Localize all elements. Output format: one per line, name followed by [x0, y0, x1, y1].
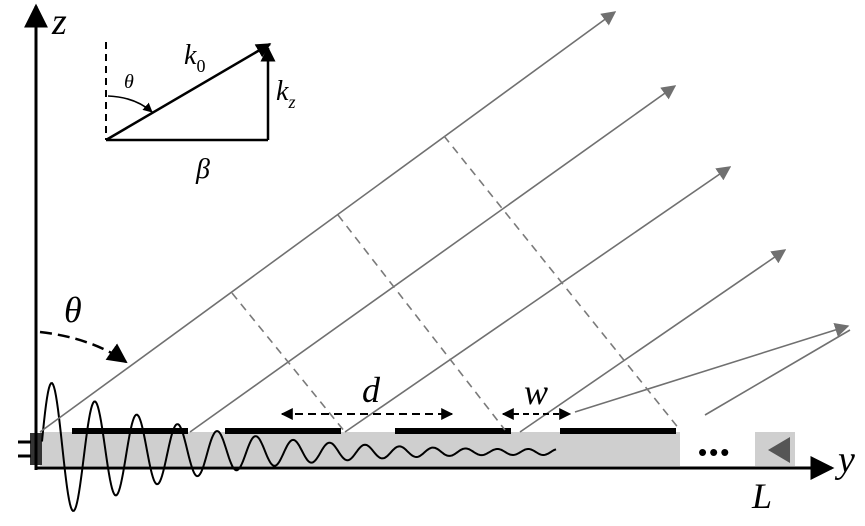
ray — [344, 166, 732, 433]
waveguide-end-marker — [768, 437, 790, 463]
inset-k0-vector — [105, 42, 272, 142]
decaying-wave — [41, 381, 557, 512]
ray — [574, 323, 850, 413]
inset-k0-subscript: 0 — [196, 56, 205, 76]
inset-kz-letter: k — [276, 76, 289, 107]
ray — [189, 85, 677, 433]
inset-beta-label: β — [195, 154, 210, 185]
ray — [519, 249, 787, 433]
inset-kz-label: kz — [276, 76, 295, 112]
inset-k0-label: k0 — [184, 40, 205, 76]
wavevector-inset: θ k0 kz β — [105, 40, 295, 185]
inset-kz-subscript: z — [287, 92, 295, 112]
wavefront — [337, 214, 506, 431]
slot-strip — [225, 428, 341, 434]
z-axis-label: z — [51, 1, 67, 43]
d-label: d — [362, 370, 381, 410]
theta-label: θ — [64, 290, 82, 330]
inset-theta-arc — [107, 95, 153, 113]
wavefront — [443, 135, 681, 431]
ray — [39, 11, 617, 433]
radiated-rays — [39, 11, 851, 433]
inset-theta-label: θ — [124, 71, 134, 93]
wavefronts — [231, 135, 681, 433]
w-label: w — [524, 372, 548, 412]
ray — [704, 329, 851, 416]
slot-strip — [560, 428, 676, 434]
inset-k0-letter: k — [184, 40, 197, 71]
feed-connector — [18, 433, 42, 465]
slot-strip — [395, 428, 511, 434]
ellipsis-dots: ••• — [698, 437, 731, 467]
length-label: L — [751, 476, 772, 516]
y-axis-label: y — [834, 439, 855, 481]
wavefront — [231, 292, 346, 433]
theta-arc — [39, 330, 128, 364]
